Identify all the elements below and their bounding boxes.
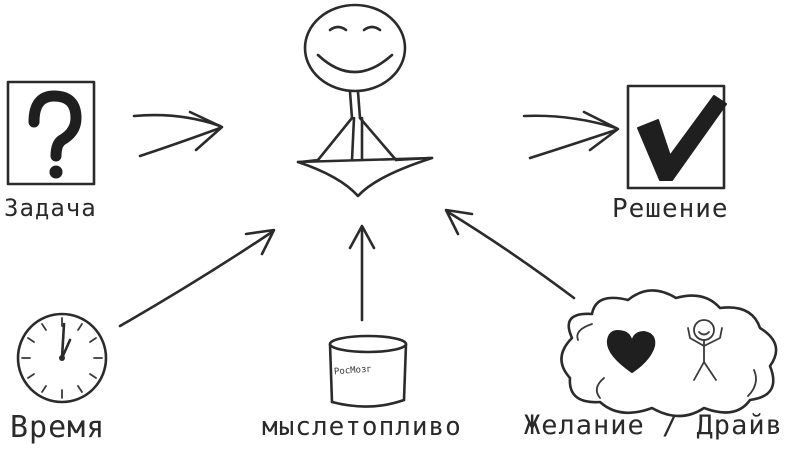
arrow-drive-to-person	[444, 208, 576, 300]
time-label: Время	[10, 410, 106, 445]
clock-icon	[16, 312, 108, 404]
checkmark-icon	[637, 95, 727, 181]
fuel-label: мыслетопливо	[262, 412, 462, 442]
question-mark-icon	[28, 90, 82, 179]
result-label: Решение	[612, 194, 729, 224]
result-icon-box	[626, 84, 727, 190]
drive-cloud	[560, 289, 778, 418]
arrow-person-to-result	[522, 110, 620, 160]
arrow-task-to-person	[132, 110, 224, 158]
task-icon-box	[6, 80, 96, 186]
heart-icon	[606, 330, 656, 373]
meditating-person-icon	[296, 3, 434, 198]
stick-figure-icon	[687, 319, 723, 381]
arrow-fuel-to-person	[348, 224, 376, 322]
drive-label: Желание / Драйв	[524, 410, 783, 441]
fuel-can-icon	[328, 334, 408, 408]
arrow-time-to-person	[118, 228, 276, 328]
task-label: Задача	[4, 194, 97, 222]
